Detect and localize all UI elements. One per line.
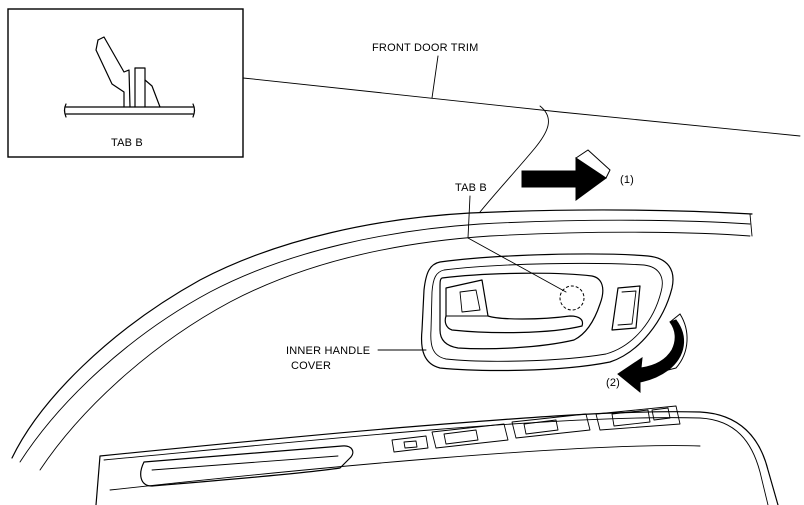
pull-arrow-bevel [575, 149, 611, 179]
inset-panel-break-left [63, 103, 67, 118]
inset-tab-hook-inner [95, 39, 125, 108]
mirror-switch-inner [403, 440, 418, 449]
inner-handle-cover [420, 253, 674, 372]
tab-b-marker-circle [559, 285, 585, 311]
window-switch-rear-left [431, 423, 509, 449]
inset-panel-break-right [192, 103, 196, 118]
lock-knob [611, 285, 641, 331]
window-switch-front-inner [611, 409, 651, 427]
front-door-trim-label: FRONT DOOR TRIM [372, 42, 478, 54]
step-2-label: (2) [606, 377, 620, 389]
handle-cover-inner-rim [430, 262, 663, 362]
inset-frame [7, 8, 244, 158]
handle-recess [439, 272, 604, 350]
front-door-trim: FRONT DOOR TRIM [11, 42, 801, 471]
trim-sill-mid [19, 219, 751, 463]
inset-tab-hook [97, 36, 131, 108]
trim-sill-inner [39, 231, 751, 471]
trim-curve-edge [479, 105, 549, 213]
lock-knob-inner [617, 290, 637, 326]
armrest-switch-panel [95, 405, 779, 505]
inner-handle-label-line1: INNER HANDLE [286, 345, 370, 357]
arrow-step-1: (1) [521, 149, 634, 201]
armrest-outer [95, 411, 779, 505]
mirror-switch [391, 435, 429, 453]
armrest-grip-pocket [140, 445, 354, 487]
inner-handle-label-line2: COVER [291, 360, 331, 372]
inner-handle-callout: INNER HANDLE COVER [286, 345, 427, 372]
step-1-label: (1) [620, 174, 634, 186]
window-switch-rear-left-inner [443, 429, 479, 445]
window-switch-front [595, 405, 681, 431]
inset-caption: TAB B [111, 137, 143, 149]
armrest-lower [109, 445, 701, 491]
handle-cover-outer [420, 253, 674, 372]
tab-b-detail-inset: TAB B [7, 8, 244, 158]
armrest-grip-line [151, 455, 339, 471]
trim-sill-outer [11, 209, 753, 459]
handle-lever [444, 279, 584, 334]
window-switch-rear-right-inner [523, 419, 559, 435]
front-door-trim-leader [431, 55, 439, 99]
tab-b-callout: TAB B [455, 182, 567, 293]
window-switch-rear-right [511, 413, 591, 439]
inset-tab-brace [144, 79, 161, 108]
tab-b-label: TAB B [455, 182, 487, 194]
pull-arrow-icon [521, 157, 607, 201]
lock-switch [651, 407, 671, 421]
arrow-step-2: (2) [606, 313, 688, 394]
handle-lever-slot [459, 289, 481, 313]
rotate-arrow-bevel [667, 313, 688, 371]
trim-sill-end [749, 213, 753, 237]
inset-tab-post [134, 67, 146, 108]
armrest-inner [103, 417, 769, 505]
trim-top-edge [242, 77, 801, 137]
tab-b-leader [467, 195, 567, 293]
